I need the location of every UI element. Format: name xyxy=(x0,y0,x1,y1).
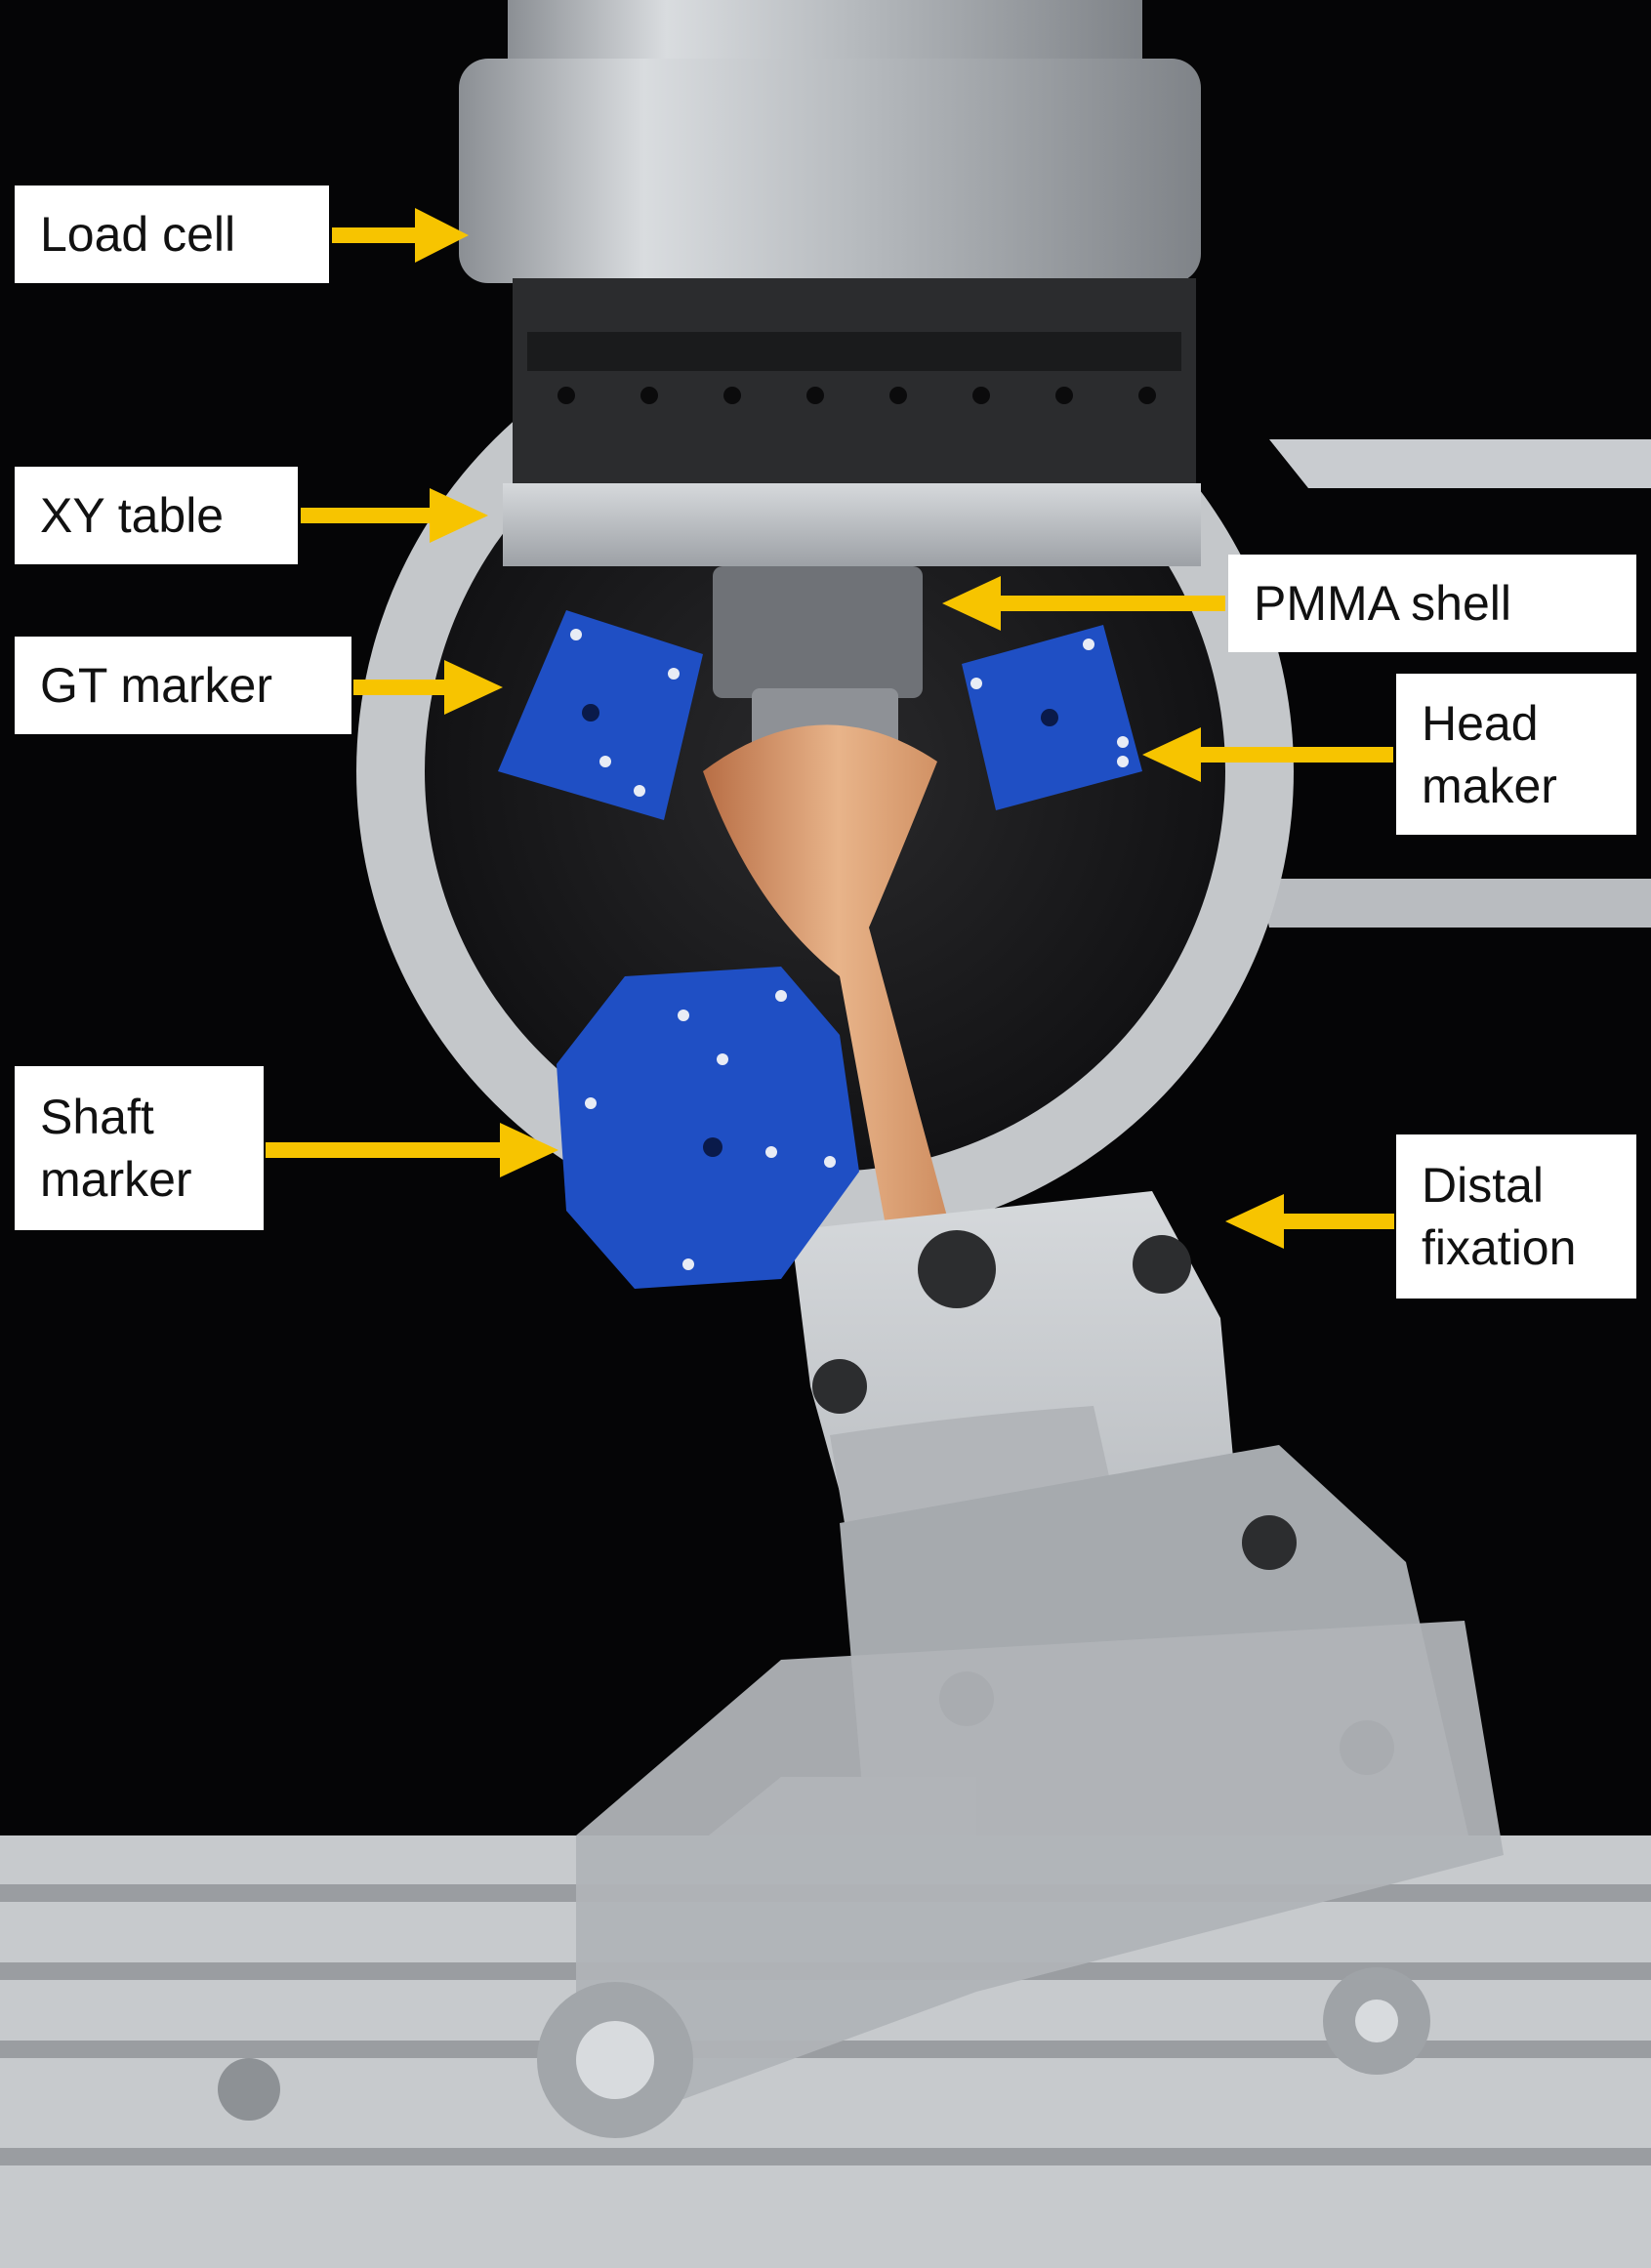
label-distal-fixation-line1: Distal xyxy=(1422,1158,1545,1213)
rig-bar xyxy=(1269,439,1651,488)
label-gt-marker: GT marker xyxy=(15,637,351,734)
label-pmma-shell: PMMA shell xyxy=(1228,555,1636,652)
label-load-cell-text: Load cell xyxy=(40,207,236,262)
label-shaft-marker: Shaft marker xyxy=(15,1066,264,1230)
label-distal-fixation: Distal fixation xyxy=(1396,1134,1636,1299)
label-distal-fixation-line2: fixation xyxy=(1422,1220,1577,1275)
label-shaft-marker-line2: marker xyxy=(40,1152,192,1207)
label-gt-marker-text: GT marker xyxy=(40,658,272,713)
gt-marker-plate xyxy=(498,610,703,820)
head-marker-plate xyxy=(962,625,1142,810)
label-head-maker: Head maker xyxy=(1396,674,1636,835)
label-head-maker-line2: maker xyxy=(1422,758,1557,813)
load-cell-body xyxy=(459,59,1201,283)
clamp-block xyxy=(513,278,1196,488)
label-xy-table-text: XY table xyxy=(40,488,225,543)
shaft-marker-plate xyxy=(557,967,859,1289)
pmma-shell-housing xyxy=(713,566,923,698)
xy-table-plate xyxy=(503,483,1201,566)
rig-bar xyxy=(1259,879,1651,928)
label-xy-table: XY table xyxy=(15,467,298,564)
femur-bone xyxy=(703,724,973,1347)
label-shaft-marker-line1: Shaft xyxy=(40,1090,154,1144)
label-load-cell: Load cell xyxy=(15,186,329,283)
label-pmma-shell-text: PMMA shell xyxy=(1254,576,1511,631)
clamp-slot xyxy=(527,332,1181,371)
label-head-maker-line1: Head xyxy=(1422,695,1539,751)
